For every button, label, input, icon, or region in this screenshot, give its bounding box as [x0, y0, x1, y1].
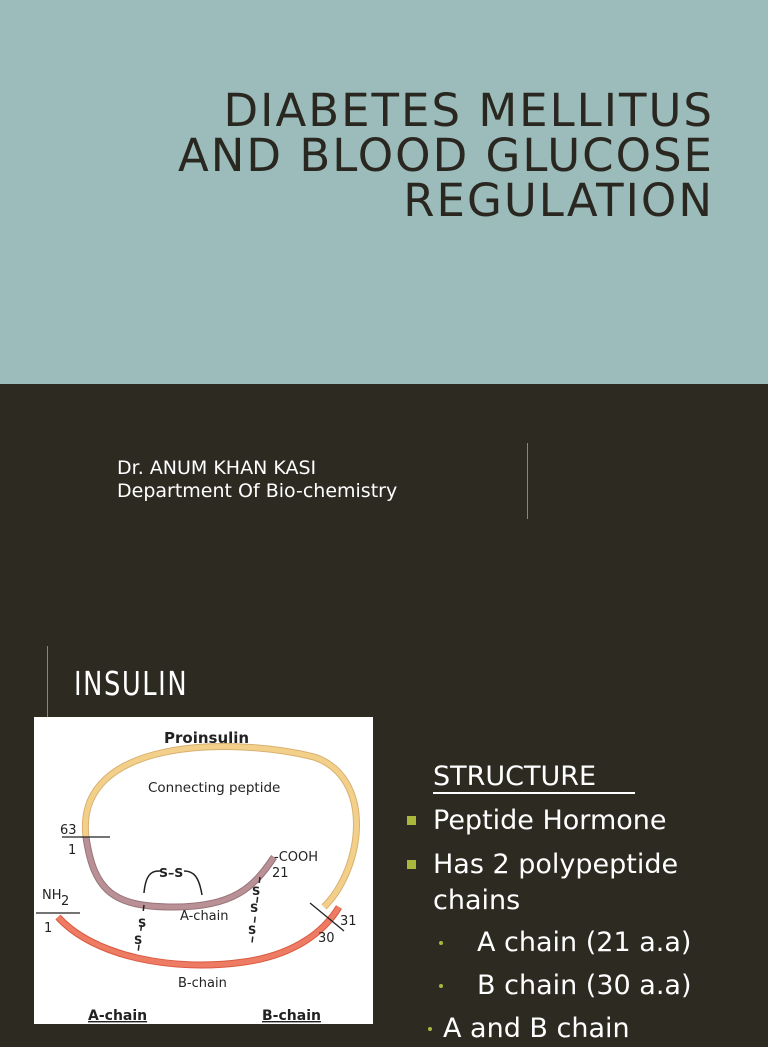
disulfide-bond-left: [137, 904, 145, 954]
author-name: Dr. ANUM KHAN KASI: [117, 457, 317, 479]
label-ss-top: S–S: [159, 865, 183, 880]
b-chain-line-fill: [56, 905, 342, 968]
proinsulin-diagram: Proinsulin Connecting peptide 63 1 S–S -…: [34, 717, 373, 1024]
dot-bullet-icon: [439, 941, 443, 945]
disulfide-bridge-top: [143, 870, 203, 896]
title-slide-footer: [0, 384, 768, 626]
title-slide-header: [0, 0, 768, 384]
title-line-3: REGULATION: [403, 174, 714, 227]
label-21: 21: [272, 866, 289, 881]
label-63: 63: [60, 823, 77, 838]
label-31: 31: [340, 914, 357, 929]
connecting-peptide-label: Connecting peptide: [148, 780, 280, 796]
label-nh-subscript: 2: [61, 894, 69, 909]
b-chain-label: B-chain: [178, 976, 227, 991]
label-30: 30: [318, 931, 335, 946]
label-s-right-2: S: [250, 901, 258, 915]
label-nh: NH: [42, 888, 62, 903]
vertical-divider: [527, 443, 528, 519]
author-block: Dr. ANUM KHAN KASI Department Of Bio-che…: [117, 457, 397, 503]
structure-heading: STRUCTURE: [433, 757, 635, 797]
dot-bullet-icon: [428, 1027, 432, 1031]
bullet-text: Peptide Hormone: [433, 805, 667, 836]
sub-bullet-text: A and B chain: [443, 1013, 630, 1044]
cleavage-mark-31: [309, 902, 345, 932]
connecting-peptide-chain: [81, 743, 360, 910]
connecting-peptide-chain-fill: [82, 744, 359, 909]
label-s-left-2: S: [134, 933, 142, 947]
label-s-right-1: S: [252, 884, 260, 898]
bottom-b-chain-label: B-chain: [262, 1008, 321, 1024]
square-bullet-icon: [407, 860, 416, 869]
label-1-bottom: 1: [44, 921, 52, 936]
dot-bullet-icon: [439, 984, 443, 988]
a-chain-label: A-chain: [180, 909, 229, 924]
bullet-text: Has 2 polypeptide: [433, 849, 679, 880]
square-bullet-icon: [407, 816, 416, 825]
structure-underline: [433, 792, 635, 794]
sub-bullet-text: B chain (30 a.a): [477, 970, 692, 1001]
label-cooh: -COOH: [274, 850, 318, 865]
bullet-text: chains: [433, 885, 521, 916]
vertical-divider: [47, 646, 48, 720]
label-1-top: 1: [68, 843, 76, 858]
label-s-left-1: S: [138, 916, 146, 930]
slide-title: DIABETES MELLITUS AND BLOOD GLUCOSE REGU…: [74, 88, 714, 223]
author-department: Department Of Bio-chemistry: [117, 480, 398, 502]
bottom-a-chain-label: A-chain: [88, 1008, 147, 1024]
structure-heading-text: STRUCTURE: [433, 761, 597, 792]
a-chain-line-fill: [83, 836, 277, 910]
title-line-2: AND BLOOD GLUCOSE: [177, 129, 714, 182]
label-s-right-3: S: [248, 923, 256, 937]
sub-bullet-text: A chain (21 a.a): [477, 927, 692, 958]
slide-heading: INSULIN: [74, 664, 189, 703]
diagram-heading: Proinsulin: [164, 729, 249, 747]
proinsulin-svg: Proinsulin Connecting peptide 63 1 S–S -…: [36, 729, 360, 1024]
title-line-1: DIABETES MELLITUS: [223, 84, 714, 137]
